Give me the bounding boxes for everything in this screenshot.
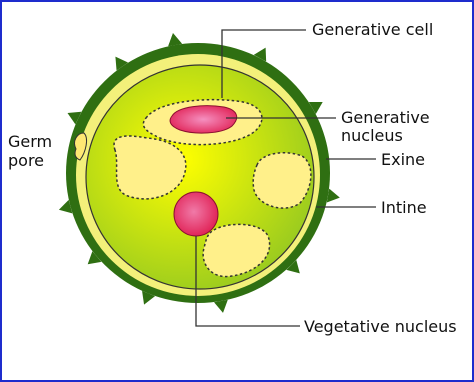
label-exine: Exine	[381, 150, 425, 169]
vacuole	[253, 153, 311, 208]
vegetative-nucleus	[174, 192, 218, 236]
label-generative-nucleus-line2: nucleus	[341, 126, 403, 145]
label-germ-pore-line2: pore	[8, 151, 44, 170]
label-vegetative-nucleus: Vegetative nucleus	[304, 317, 457, 336]
label-intine: Intine	[381, 198, 427, 217]
label-generative-nucleus-line1: Generative	[341, 108, 430, 127]
label-germ-pore-line1: Germ	[8, 132, 52, 151]
generative-nucleus	[170, 106, 237, 133]
label-generative-cell: Generative cell	[312, 20, 433, 39]
